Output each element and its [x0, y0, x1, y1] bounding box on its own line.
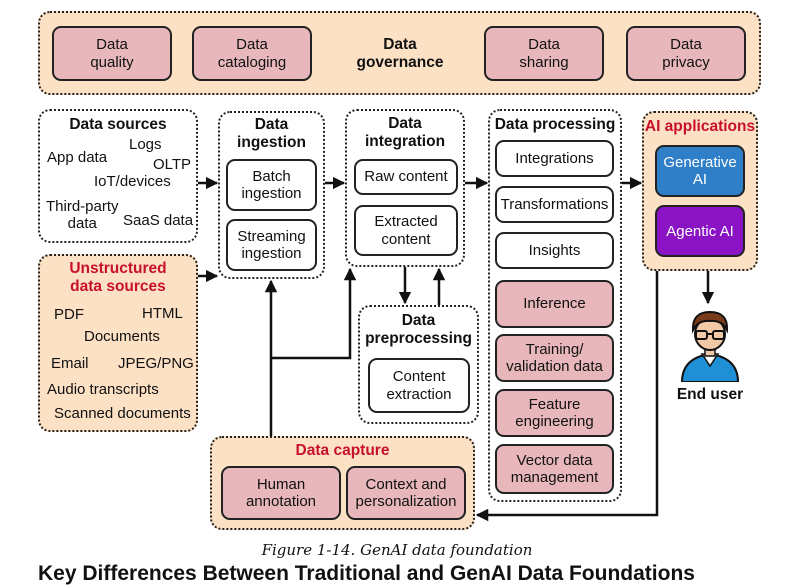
unstructured-documents: Documents — [84, 328, 160, 345]
end-user-label: End user — [676, 386, 744, 403]
unstructured-sources-title: Unstructured data sources — [69, 260, 167, 295]
source-app-data: App data — [47, 149, 108, 166]
data-integration-title: Data integration — [364, 115, 446, 150]
agentic-ai-box: Agentic AI — [655, 205, 745, 257]
streaming-ingestion-box: Streaming ingestion — [226, 219, 317, 271]
arrow-capture-to-integration — [271, 267, 357, 360]
context-personalization-box: Context and personalization — [346, 466, 466, 520]
data-cataloging-box: Data cataloging — [192, 26, 312, 81]
source-third-party-data: Third-party data — [46, 198, 119, 232]
extracted-content-box: Extracted content — [354, 205, 458, 256]
ai-applications-title: AI applications — [644, 118, 756, 135]
end-user-icon — [680, 310, 740, 382]
source-iot-devices: IoT/devices — [94, 173, 171, 190]
unstructured-scanned-documents: Scanned documents — [54, 405, 191, 422]
data-sharing-box: Data sharing — [484, 26, 604, 81]
arrow-ai-to-capture — [475, 271, 659, 522]
generative-ai-box: Generative AI — [655, 145, 745, 197]
data-privacy-box: Data privacy — [626, 26, 746, 81]
next-section-heading: Key Differences Between Traditional and … — [38, 562, 695, 585]
content-extraction-box: Content extraction — [368, 358, 470, 413]
human-annotation-box: Human annotation — [221, 466, 341, 520]
inference-box: Inference — [495, 280, 614, 328]
unstructured-jpeg-png: JPEG/PNG — [118, 355, 194, 372]
raw-content-box: Raw content — [354, 159, 458, 195]
unstructured-audio-transcripts: Audio transcripts — [47, 381, 159, 398]
unstructured-html: HTML — [142, 305, 183, 322]
vector-data-management-box: Vector data management — [495, 444, 614, 494]
unstructured-email: Email — [51, 355, 89, 372]
source-saas-data: SaaS data — [123, 212, 194, 229]
integrations-box: Integrations — [495, 140, 614, 177]
data-processing-title: Data processing — [494, 116, 616, 133]
data-sources-title: Data sources — [69, 116, 167, 133]
data-preprocessing-title: Data preprocessing — [365, 312, 472, 347]
data-sources-panel — [38, 109, 198, 243]
transformations-box: Transformations — [495, 186, 614, 223]
source-logs: Logs — [129, 136, 162, 153]
unstructured-pdf: PDF — [54, 306, 84, 323]
data-capture-title: Data capture — [295, 442, 390, 459]
unstructured-sources-panel — [38, 254, 198, 432]
insights-box: Insights — [495, 232, 614, 269]
feature-engineering-box: Feature engineering — [495, 389, 614, 437]
training-validation-data-box: Training/ validation data — [495, 334, 614, 382]
data-quality-box: Data quality — [52, 26, 172, 81]
data-ingestion-title: Data ingestion — [237, 116, 306, 151]
flow-arrows — [198, 176, 715, 522]
data-governance-title: Data governance — [356, 35, 444, 71]
source-oltp: OLTP — [153, 156, 192, 173]
batch-ingestion-box: Batch ingestion — [226, 159, 317, 211]
figure-caption: Figure 1-14. GenAI data foundation — [261, 541, 533, 559]
